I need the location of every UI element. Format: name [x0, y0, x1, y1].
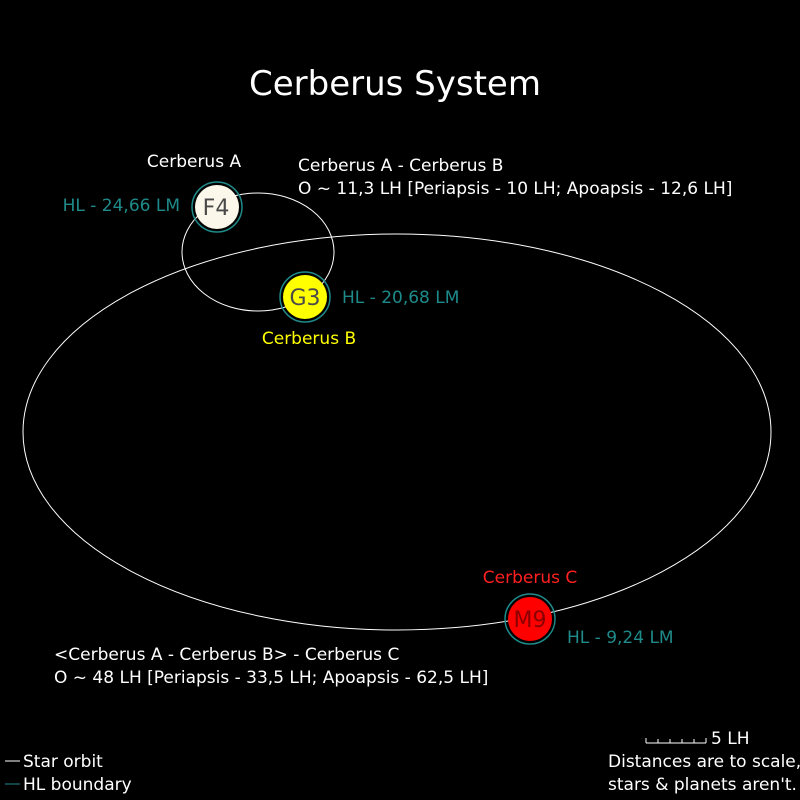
inner-orbit-title: Cerberus A - Cerberus B [298, 156, 503, 176]
scale-note-line1: Distances are to scale, [608, 752, 800, 772]
star-name-a: Cerberus A [147, 152, 242, 172]
outer-orbit-params: O ~ 48 LH [Periapsis - 33,5 LH; Apoapsis… [54, 668, 488, 688]
hl-boundary-a [191, 181, 243, 233]
star-disc-c [508, 597, 552, 641]
hl-boundary-c [504, 593, 556, 645]
hl-label-b: HL - 20,68 LM [342, 288, 459, 308]
scale-bar [645, 738, 707, 744]
star-class-b: G3 [289, 286, 320, 311]
star-class-c: M9 [514, 608, 547, 633]
inner-orbit [181, 192, 335, 312]
outer-orbit-title: <Cerberus A - Cerberus B> - Cerberus C [54, 645, 399, 665]
star-name-b: Cerberus B [262, 329, 356, 349]
star-cerberus-c: M9 [504, 593, 556, 645]
scale-label: 5 LH [711, 729, 749, 749]
legend-hl-boundary-label: HL boundary [23, 775, 132, 795]
scale-note-line2: stars & planets aren't. [608, 775, 797, 795]
star-cerberus-a: F4 [191, 181, 243, 233]
hl-label-a: HL - 24,66 LM [63, 196, 180, 216]
star-class-a: F4 [203, 196, 230, 221]
star-cerberus-b: G3 [279, 271, 331, 323]
hl-boundary-b [279, 271, 331, 323]
inner-orbit-params: O ~ 11,3 LH [Periapsis - 10 LH; Apoapsis… [298, 179, 732, 199]
outer-orbit [22, 233, 772, 631]
page-title: Cerberus System [249, 64, 541, 104]
star-name-c: Cerberus C [483, 568, 577, 588]
hl-label-c: HL - 9,24 LM [567, 628, 674, 648]
star-disc-a [195, 185, 239, 229]
star-disc-b [283, 275, 327, 319]
legend-star-orbit-label: Star orbit [23, 752, 103, 772]
